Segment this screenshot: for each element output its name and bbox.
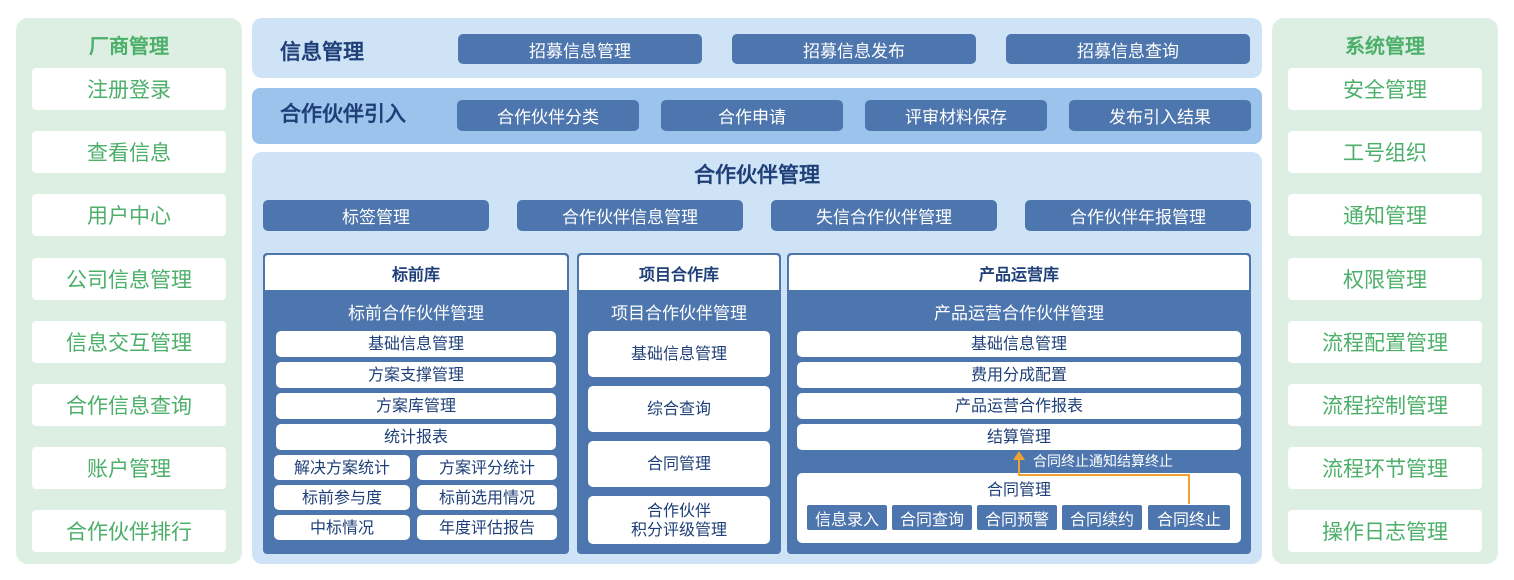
left-panel: 厂商管理 注册登录 查看信息 用户中心 公司信息管理 信息交互管理 合作信息查询… (16, 18, 242, 564)
partner-info-mgmt-button[interactable]: 合作伙伴信息管理 (517, 200, 743, 231)
partner-intro-label: 合作伙伴引入 (280, 102, 406, 126)
partner-rating-line2: 积分评级管理 (630, 520, 727, 539)
contract-mgmt-title: 合同管理 (986, 480, 1051, 499)
left-item-user-center[interactable]: 用户中心 (32, 194, 226, 236)
partner-mgmt-title: 合作伙伴管理 (694, 163, 820, 187)
solution-score-stats-button[interactable]: 方案评分统计 (417, 455, 557, 480)
left-item-account[interactable]: 账户管理 (32, 447, 226, 489)
right-item-permission[interactable]: 权限管理 (1288, 258, 1482, 300)
recruit-info-query-button[interactable]: 招募信息查询 (1006, 34, 1250, 64)
solution-stats-button[interactable]: 解决方案统计 (274, 455, 410, 480)
bid-win-button[interactable]: 中标情况 (274, 515, 410, 540)
project-coop-library: 项目合作库 项目合作伙伴管理 基础信息管理 综合查询 合同管理 合作伙伴 积分评… (577, 253, 781, 554)
product-ops-header: 产品运营库 (789, 255, 1249, 290)
left-item-partner-ranking[interactable]: 合作伙伴排行 (32, 510, 226, 552)
contract-query-tag[interactable]: 合同查询 (891, 504, 973, 531)
review-material-save-button[interactable]: 评审材料保存 (865, 100, 1047, 131)
product-ops-report-button[interactable]: 产品运营合作报表 (797, 393, 1241, 419)
right-panel-title: 系统管理 (1345, 33, 1425, 58)
project-query-button[interactable]: 综合查询 (588, 386, 770, 432)
right-item-oplog[interactable]: 操作日志管理 (1288, 510, 1482, 552)
coop-apply-button[interactable]: 合作申请 (661, 100, 843, 131)
contract-renew-tag[interactable]: 合同续约 (1061, 504, 1143, 531)
recruit-info-publish-button[interactable]: 招募信息发布 (732, 34, 976, 64)
pre-bid-basic-info-button[interactable]: 基础信息管理 (276, 331, 556, 357)
settlement-mgmt-button[interactable]: 结算管理 (797, 424, 1241, 450)
contract-to-settlement-arrow (1013, 451, 1190, 513)
tag-mgmt-button[interactable]: 标签管理 (263, 200, 489, 231)
contract-info-entry-tag[interactable]: 信息录入 (806, 504, 888, 531)
partner-intro-panel: 合作伙伴引入 合作伙伴分类 合作申请 评审材料保存 发布引入结果 (252, 88, 1262, 144)
dishonest-partner-mgmt-button[interactable]: 失信合作伙伴管理 (771, 200, 997, 231)
pre-bid-selection-button[interactable]: 标前选用情况 (417, 485, 557, 510)
left-item-company-info[interactable]: 公司信息管理 (32, 258, 226, 300)
right-item-flow-config[interactable]: 流程配置管理 (1288, 321, 1482, 363)
partner-rating-button[interactable]: 合作伙伴 积分评级管理 (588, 496, 770, 544)
partner-classify-button[interactable]: 合作伙伴分类 (457, 100, 639, 131)
left-item-register[interactable]: 注册登录 (32, 68, 226, 110)
right-item-flow-control[interactable]: 流程控制管理 (1288, 384, 1482, 426)
pre-bid-solution-lib-button[interactable]: 方案库管理 (276, 393, 556, 419)
left-panel-title: 厂商管理 (89, 33, 169, 58)
right-item-flow-step[interactable]: 流程环节管理 (1288, 447, 1482, 489)
annual-eval-report-button[interactable]: 年度评估报告 (417, 515, 557, 540)
product-ops-library: 产品运营库 产品运营合作伙伴管理 基础信息管理 费用分成配置 产品运营合作报表 … (787, 253, 1251, 554)
pre-bid-stats-report-button[interactable]: 统计报表 (276, 424, 556, 450)
publish-intro-result-button[interactable]: 发布引入结果 (1069, 100, 1251, 131)
revenue-share-config-button[interactable]: 费用分成配置 (797, 362, 1241, 388)
left-item-view-info[interactable]: 查看信息 (32, 131, 226, 173)
right-item-security[interactable]: 安全管理 (1288, 68, 1482, 110)
project-basic-info-button[interactable]: 基础信息管理 (588, 331, 770, 377)
right-item-notification[interactable]: 通知管理 (1288, 194, 1482, 236)
left-item-coop-query[interactable]: 合作信息查询 (32, 384, 226, 426)
pre-bid-solution-support-button[interactable]: 方案支撑管理 (276, 362, 556, 388)
product-ops-subtitle: 产品运营合作伙伴管理 (934, 303, 1104, 324)
right-panel: 系统管理 安全管理 工号组织 通知管理 权限管理 流程配置管理 流程控制管理 流… (1272, 18, 1498, 564)
info-mgmt-label: 信息管理 (280, 40, 364, 64)
pre-bid-participation-button[interactable]: 标前参与度 (274, 485, 410, 510)
project-contract-button[interactable]: 合同管理 (588, 441, 770, 487)
product-basic-info-button[interactable]: 基础信息管理 (797, 331, 1241, 357)
recruit-info-mgmt-button[interactable]: 招募信息管理 (458, 34, 702, 64)
contract-warning-tag[interactable]: 合同预警 (976, 504, 1058, 531)
partner-rating-line1: 合作伙伴 (646, 500, 711, 520)
partner-mgmt-panel: 合作伙伴管理 标签管理 合作伙伴信息管理 失信合作伙伴管理 合作伙伴年报管理 标… (252, 152, 1262, 564)
contract-terminate-tag[interactable]: 合同终止 (1147, 504, 1231, 531)
right-item-staff-org[interactable]: 工号组织 (1288, 131, 1482, 173)
info-mgmt-panel: 信息管理 招募信息管理 招募信息发布 招募信息查询 (252, 18, 1262, 78)
partner-annual-report-button[interactable]: 合作伙伴年报管理 (1025, 200, 1251, 231)
project-coop-header: 项目合作库 (579, 255, 779, 290)
pre-bid-subtitle: 标前合作伙伴管理 (348, 303, 484, 324)
left-item-info-exchange[interactable]: 信息交互管理 (32, 321, 226, 363)
contract-end-note: 合同终止通知结算终止 (1033, 454, 1173, 470)
project-coop-subtitle: 项目合作伙伴管理 (611, 303, 747, 324)
pre-bid-header: 标前库 (265, 255, 567, 290)
pre-bid-library: 标前库 标前合作伙伴管理 基础信息管理 方案支撑管理 方案库管理 统计报表 解决… (263, 253, 569, 554)
